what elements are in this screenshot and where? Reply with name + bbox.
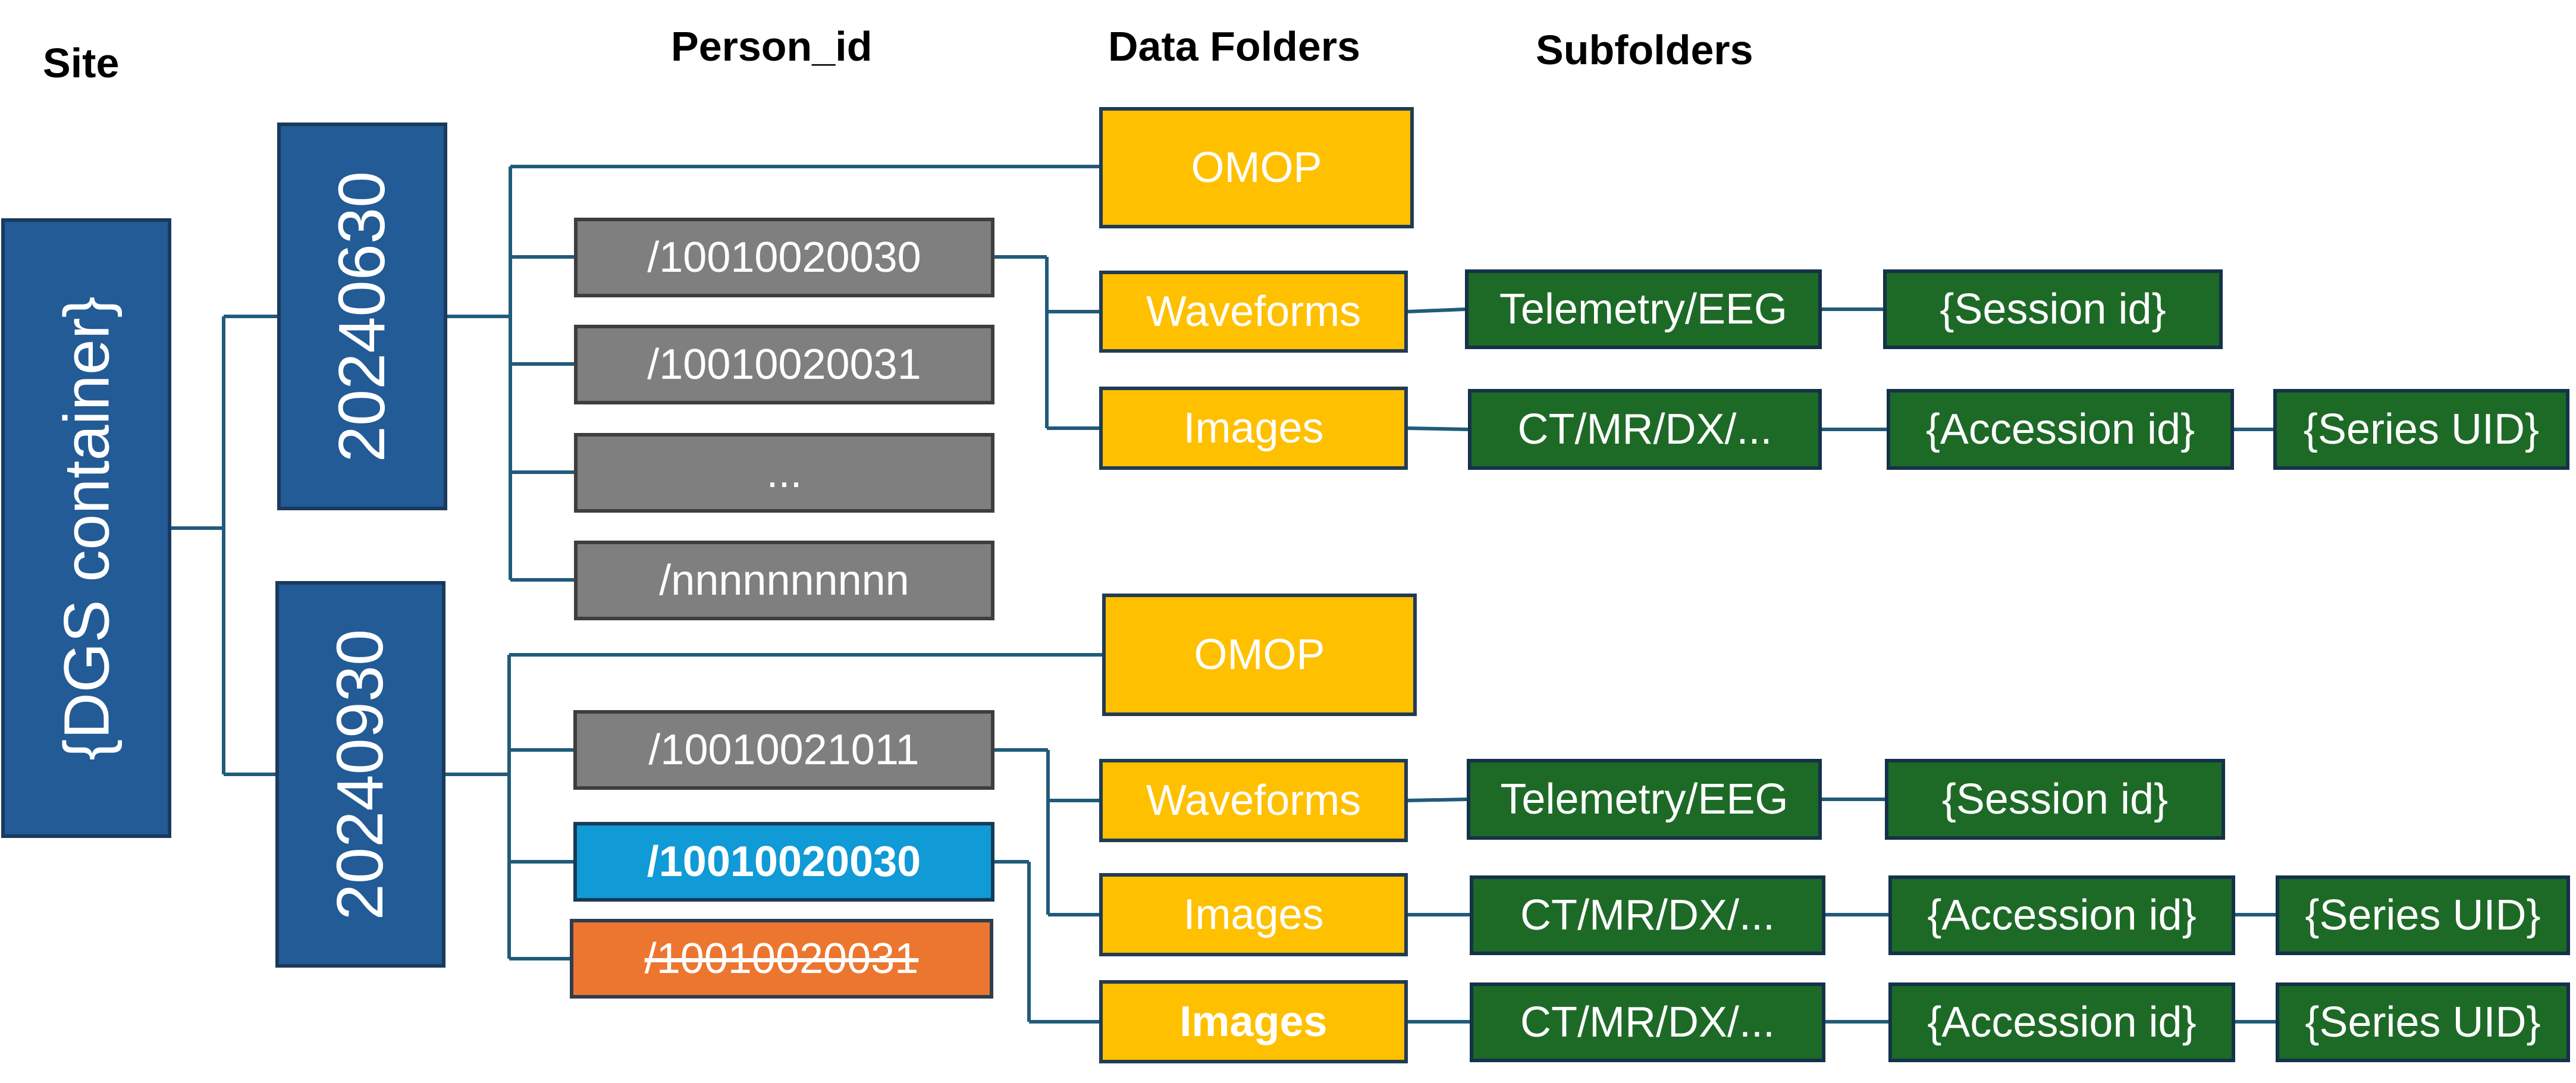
series-uid-label: {Series UID}	[2305, 999, 2541, 1046]
batch-node: 20240930	[275, 581, 445, 968]
waveforms-label: Waveforms	[1146, 288, 1361, 335]
accession-id-label: {Accession id}	[1925, 406, 2195, 453]
accession-id-subfolder: {Accession id}	[1888, 875, 2235, 955]
person-id-label: /10010021011	[648, 726, 920, 774]
modality-label: CT/MR/DX/...	[1517, 406, 1772, 453]
person-folder: /10010021011	[573, 710, 994, 790]
root-dgs-container: {DGS container}	[1, 218, 171, 838]
person-folder-removed: /10010020031	[570, 919, 993, 999]
person-folder-ellipsis: ...	[574, 433, 994, 513]
accession-id-label: {Accession id}	[1927, 999, 2197, 1046]
modality-subfolder: CT/MR/DX/...	[1470, 982, 1825, 1062]
series-uid-subfolder: {Series UID}	[2276, 875, 2570, 955]
waveform-type-label: Telemetry/EEG	[1500, 776, 1789, 823]
omop-folder: OMOP	[1099, 107, 1414, 228]
series-uid-label: {Series UID}	[2305, 891, 2541, 939]
accession-id-subfolder: {Accession id}	[1888, 982, 2235, 1062]
person-id-label: /10010020030	[647, 838, 921, 886]
modality-label: CT/MR/DX/...	[1520, 891, 1775, 939]
person-id-label: /10010020030	[647, 234, 921, 281]
images-folder: Images	[1099, 873, 1408, 956]
person-folder-highlighted: /10010020030	[573, 822, 994, 902]
accession-id-label: {Accession id}	[1927, 891, 2197, 939]
session-id-subfolder: {Session id}	[1885, 759, 2225, 840]
header-person-id: Person_id	[671, 23, 873, 70]
person-id-label: ...	[766, 449, 802, 497]
batch-date: 20240630	[325, 171, 399, 462]
person-folder: /10010020031	[574, 325, 994, 404]
omop-label: OMOP	[1191, 144, 1322, 192]
waveforms-label: Waveforms	[1146, 777, 1361, 824]
waveforms-folder: Waveforms	[1099, 759, 1408, 842]
modality-subfolder: CT/MR/DX/...	[1470, 875, 1825, 955]
images-folder: Images	[1099, 387, 1408, 470]
omop-folder: OMOP	[1102, 594, 1417, 716]
series-uid-label: {Series UID}	[2303, 406, 2540, 453]
person-id-label: /10010020031	[647, 341, 921, 388]
waveforms-folder: Waveforms	[1099, 271, 1408, 353]
accession-id-subfolder: {Accession id}	[1887, 389, 2234, 470]
person-id-label: /nnnnnnnnnn	[659, 557, 909, 604]
root-label: {DGS container}	[50, 296, 123, 761]
person-id-label: /10010020031	[644, 935, 919, 982]
modality-label: CT/MR/DX/...	[1520, 999, 1775, 1046]
header-data-folders: Data Folders	[1108, 23, 1360, 70]
series-uid-subfolder: {Series UID}	[2276, 982, 2570, 1062]
header-subfolders: Subfolders	[1536, 27, 1753, 73]
waveform-type-label: Telemetry/EEG	[1499, 285, 1788, 333]
modality-subfolder: CT/MR/DX/...	[1468, 389, 1822, 470]
images-label: Images	[1183, 404, 1324, 452]
omop-label: OMOP	[1194, 631, 1325, 679]
person-folder: /10010020030	[574, 218, 994, 297]
batch-date: 20240930	[324, 629, 397, 920]
waveform-type-subfolder: Telemetry/EEG	[1467, 759, 1822, 840]
waveform-type-subfolder: Telemetry/EEG	[1465, 269, 1822, 349]
session-id-label: {Session id}	[1941, 776, 2169, 823]
images-label: Images	[1183, 891, 1324, 938]
header-site: Site	[43, 40, 120, 86]
series-uid-subfolder: {Series UID}	[2273, 389, 2569, 470]
images-folder-new: Images	[1099, 980, 1408, 1063]
images-label: Images	[1179, 998, 1328, 1046]
session-id-label: {Session id}	[1940, 285, 2166, 333]
person-folder: /nnnnnnnnnn	[574, 541, 994, 620]
batch-node: 20240630	[277, 123, 447, 510]
session-id-subfolder: {Session id}	[1883, 269, 2223, 349]
